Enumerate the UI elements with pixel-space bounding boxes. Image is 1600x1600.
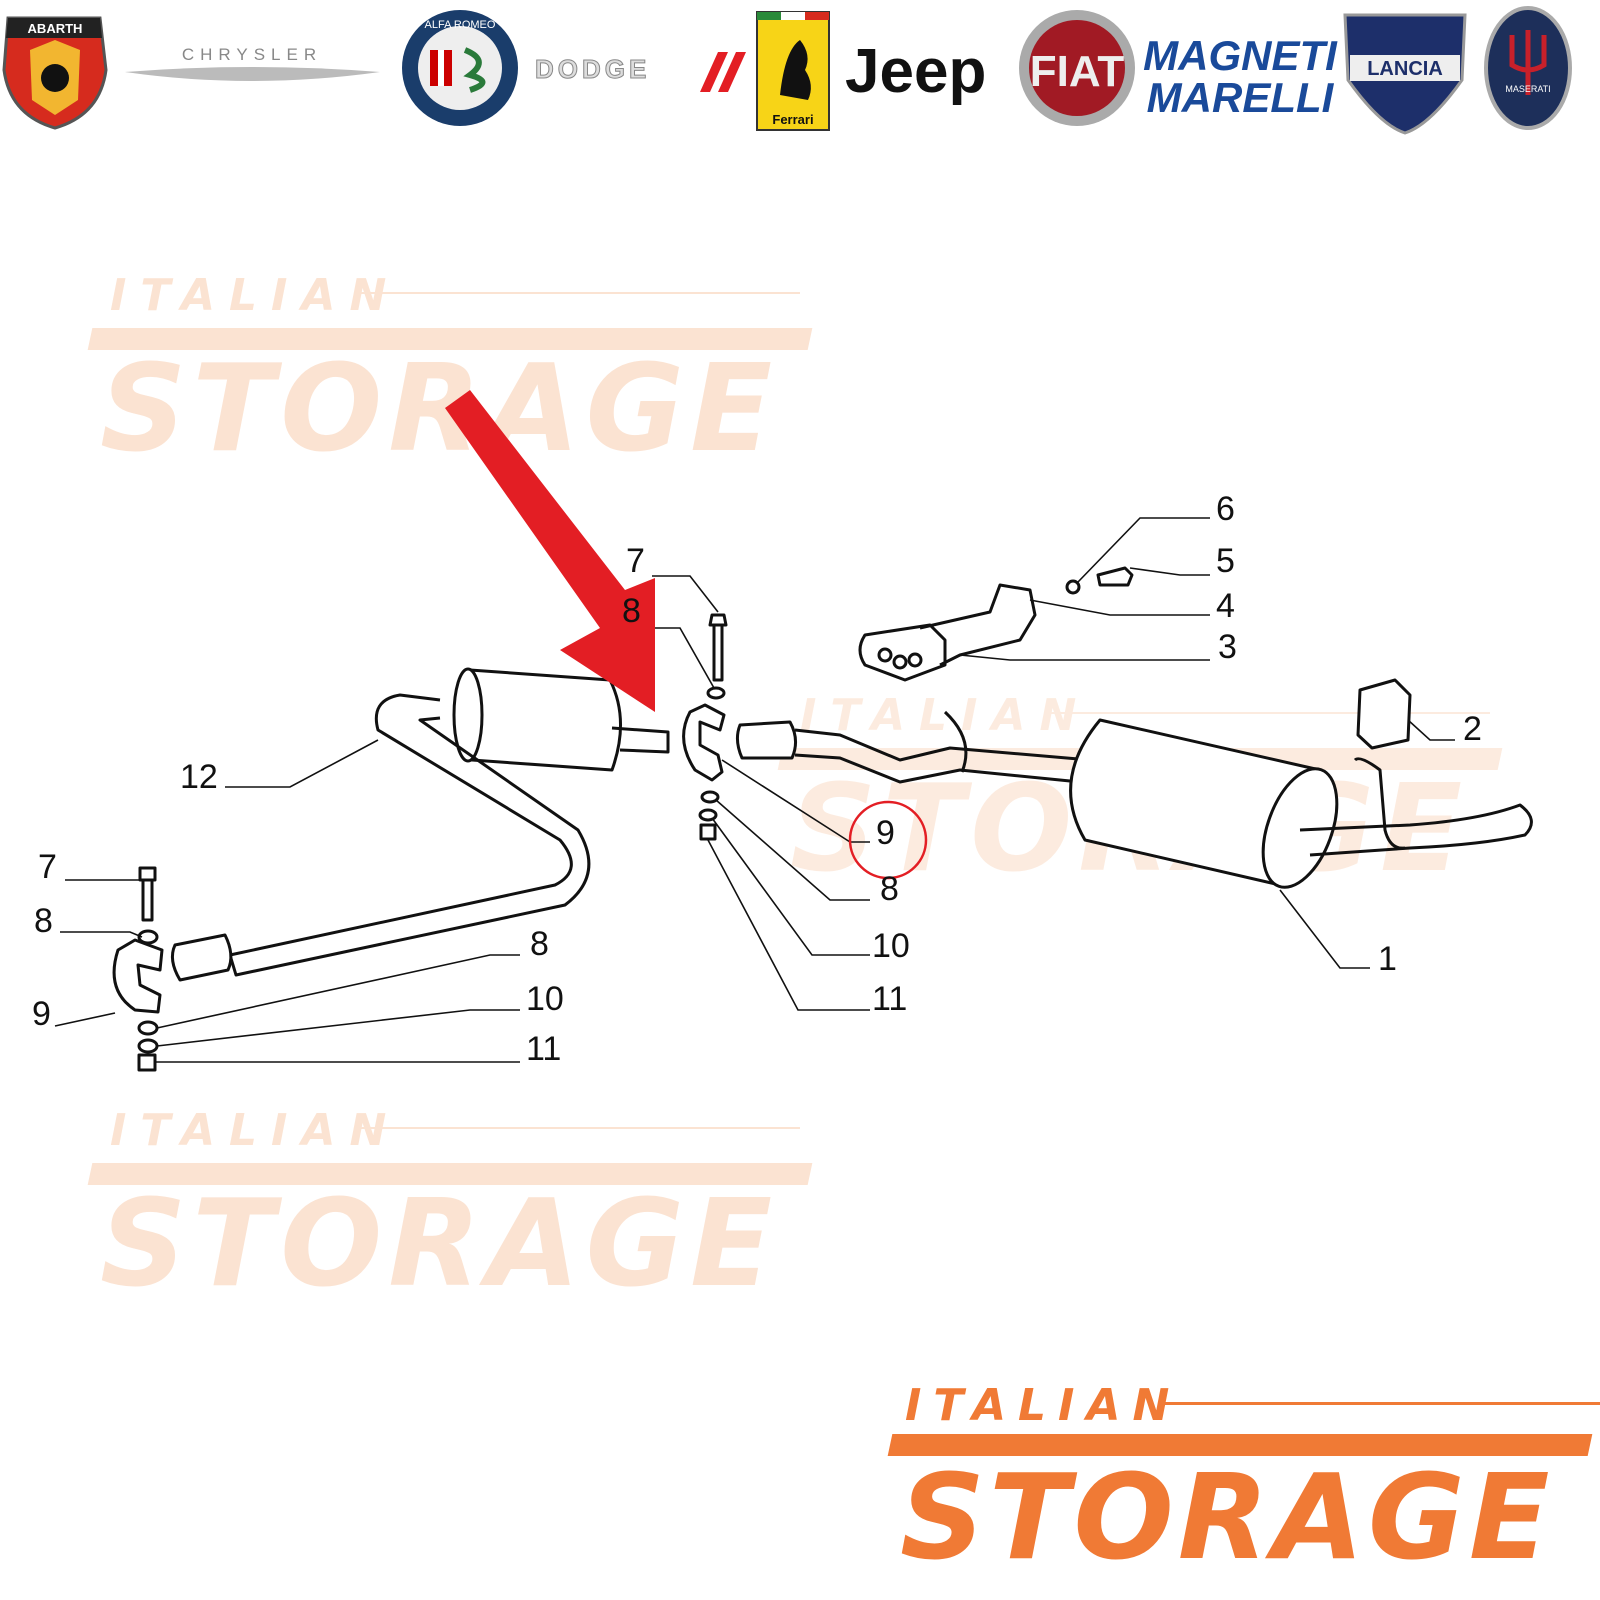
label-part-8-left-lower: 8 (530, 925, 549, 963)
label-part-1: 1 (1378, 940, 1397, 978)
rubber-hanger-2 (1356, 678, 1412, 750)
label-part-9-highlighted: 9 (876, 814, 895, 852)
label-part-10-left: 10 (526, 980, 564, 1018)
bracket-4 (919, 583, 1037, 667)
brand-logo-strip: ABARTH CHRYSLER ALFA ROMEO DODGE Ferrari… (2, 6, 1572, 135)
logo-text-top: ITALIAN (905, 1380, 1182, 1431)
watermark-text-top: ITALIAN (110, 1105, 401, 1156)
part-labels: 6 5 4 3 2 1 9 8 10 11 7 8 12 7 8 9 8 10 … (32, 490, 1482, 1068)
dodge-logo: DODGE (535, 52, 746, 92)
svg-text:FIAT: FIAT (1030, 47, 1125, 96)
logo-text-bottom: STORAGE (900, 1448, 1554, 1586)
front-pipe (228, 693, 591, 977)
lancia-logo: LANCIA (1343, 13, 1467, 135)
svg-text:MARELLI: MARELLI (1147, 74, 1335, 121)
svg-text:DODGE: DODGE (535, 54, 650, 84)
label-part-12: 12 (180, 758, 218, 796)
watermark-text-bottom: STORAGE (100, 340, 779, 479)
label-part-7-left: 7 (38, 848, 57, 886)
rear-pipe (735, 720, 797, 760)
label-part-6: 6 (1216, 490, 1235, 528)
label-part-3: 3 (1218, 628, 1237, 666)
abarth-logo: ABARTH (2, 16, 108, 130)
svg-text:MAGNETI: MAGNETI (1143, 32, 1338, 79)
label-part-8-top: 8 (622, 592, 641, 630)
alfa-romeo-logo: ALFA ROMEO (402, 10, 518, 126)
leader-lines (54, 517, 1455, 1063)
svg-text:LANCIA: LANCIA (1367, 58, 1443, 80)
highlight-circle (848, 800, 928, 880)
svg-text:ABARTH: ABARTH (28, 21, 83, 36)
front-silencer (461, 668, 622, 772)
watermark-text-bottom: STORAGE (100, 1175, 779, 1314)
label-part-9-left: 9 (32, 995, 51, 1033)
clamp-center (682, 703, 726, 782)
italian-storage-logo: ITALIAN STORAGE (887, 1380, 1600, 1586)
rubber-mount-3 (858, 623, 947, 682)
svg-text:ALFA ROMEO: ALFA ROMEO (425, 19, 496, 31)
label-part-10: 10 (872, 927, 910, 965)
svg-text:Ferrari: Ferrari (772, 112, 813, 127)
highlight-arrow (445, 390, 655, 712)
label-part-2: 2 (1463, 710, 1482, 748)
watermark-text-top: ITALIAN (800, 690, 1091, 741)
label-part-11-left: 11 (526, 1030, 561, 1068)
label-part-11: 11 (872, 980, 907, 1018)
clamp-left (112, 938, 164, 1014)
label-part-8-left: 8 (34, 902, 53, 940)
fiat-logo: FIAT (1019, 10, 1135, 126)
label-part-5: 5 (1216, 542, 1235, 580)
label-part-8: 8 (880, 870, 899, 908)
magneti-marelli-logo: MAGNETI MARELLI (1143, 32, 1338, 121)
svg-text:CHRYSLER: CHRYSLER (182, 45, 322, 64)
svg-text:Jeep: Jeep (845, 37, 986, 106)
watermark-text-top: ITALIAN (110, 270, 401, 321)
chrysler-logo: CHRYSLER (125, 45, 380, 81)
svg-text:MASERATI: MASERATI (1505, 84, 1550, 94)
part-drawings (112, 566, 1533, 1072)
label-part-7: 7 (626, 542, 645, 580)
jeep-logo: Jeep (845, 37, 986, 106)
label-part-4: 4 (1216, 587, 1235, 625)
maserati-logo: MASERATI (1484, 6, 1572, 130)
ferrari-logo: Ferrari (756, 11, 830, 131)
